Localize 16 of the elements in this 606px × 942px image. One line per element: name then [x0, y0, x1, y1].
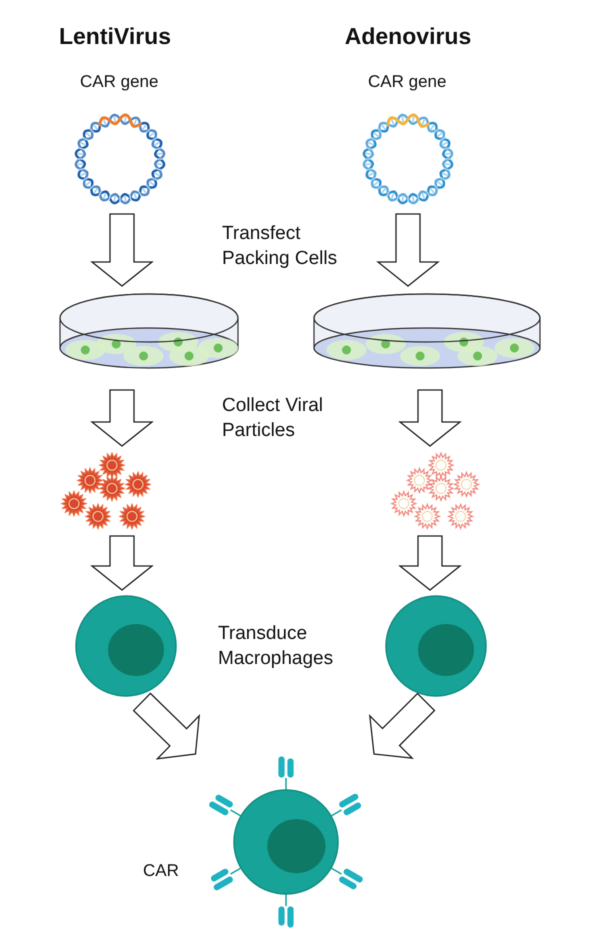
block-arrow	[368, 692, 436, 760]
gene-label: CAR gene	[368, 72, 446, 92]
step-label: Collect Viral Particles	[222, 394, 324, 443]
block-arrow	[132, 692, 200, 760]
block-arrow	[90, 535, 154, 591]
block-arrow	[376, 213, 440, 287]
gene-label: CAR gene	[80, 72, 158, 92]
block-arrow	[90, 389, 154, 447]
block-arrow	[90, 213, 154, 287]
column-heading: LentiVirus	[58, 22, 172, 51]
part-label: CAR	[143, 860, 179, 882]
column-heading: Adenovirus	[344, 22, 472, 51]
step-label: Transduce Macrophages	[218, 622, 334, 671]
step-label: Transfect Packing Cells	[222, 222, 338, 271]
block-arrow	[398, 389, 462, 447]
block-arrow	[398, 535, 462, 591]
